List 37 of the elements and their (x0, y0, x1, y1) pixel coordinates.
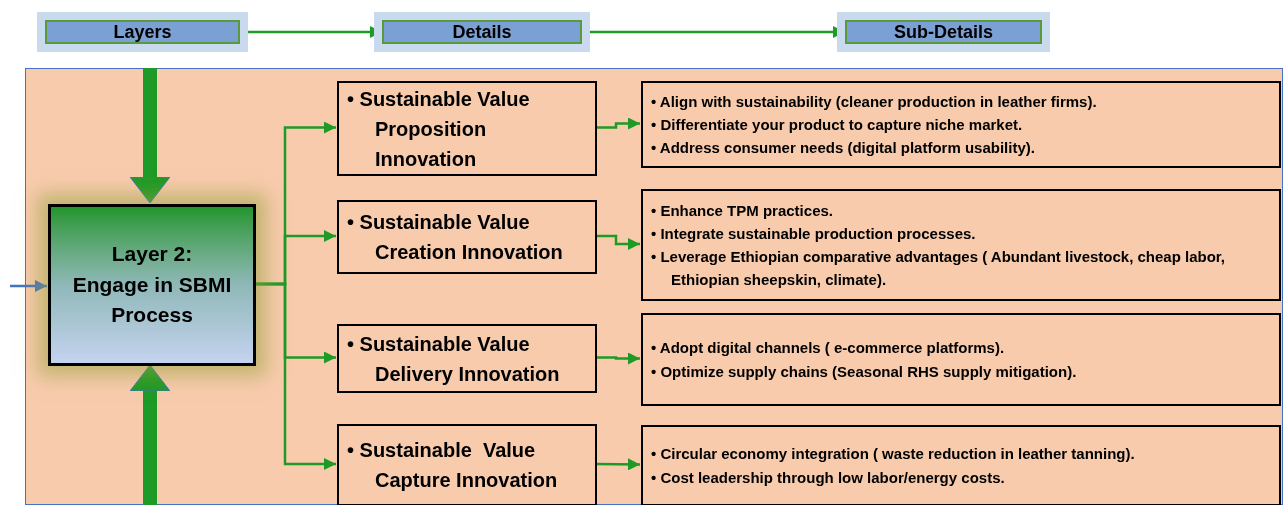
bullet-item: • Circular economy integration ( waste reduction in leather tanning). (651, 444, 1135, 465)
layer-title: Engage in SBMI Process (71, 271, 233, 329)
bullet-item: • Optimize supply chains (Seasonal RHS supply mitigation). (651, 361, 1077, 382)
bullet-item: • Leverage Ethiopian comparative advantages ( Abundant livestock, cheap labor, Ethiopian sheepskin, climate). (651, 247, 1227, 291)
detail-box (337, 324, 597, 393)
thick-arrow (129, 68, 171, 204)
bullet-item: • Adopt digital channels ( e-commerce platforms). (651, 338, 1006, 359)
header-label: Details (452, 23, 512, 41)
detail-title: • Sustainable Value Delivery Innovation (347, 331, 561, 387)
sub-detail-box (641, 81, 1281, 168)
header-label: Sub-Details (894, 23, 993, 41)
arrow (10, 280, 47, 292)
detail-title: • Sustainable Value Capture Innovation (347, 438, 559, 493)
detail-title: • Sustainable Value Creation Innovation (347, 210, 564, 265)
arrow (596, 234, 640, 250)
process-box (48, 204, 256, 366)
detail-box (337, 200, 597, 274)
sub-detail-box (641, 425, 1281, 505)
arrow (596, 352, 640, 365)
bullet-item: • Enhance TPM practices. (651, 200, 834, 221)
bullet-item: • Cost leadership through low labor/energy costs. (651, 467, 1006, 488)
detail-box (337, 81, 597, 176)
bullet-item: • Integrate sustainable production processes. (651, 223, 977, 244)
sub-detail-box (641, 189, 1281, 301)
bullet-item: • Differentiate your product to capture niche market. (651, 114, 1024, 135)
layer-title: Layer 2: (111, 241, 193, 268)
bullet-item: • Align with sustainability (cleaner production in leather firms). (651, 91, 1097, 112)
sub-detail-box (641, 313, 1281, 406)
bullet-item: • Address consumer needs (digital platform usability). (651, 138, 1036, 159)
panel-background (25, 68, 1283, 505)
detail-box (337, 424, 597, 505)
arrow (596, 458, 640, 471)
thick-arrow (129, 364, 171, 505)
arrow (596, 117, 640, 130)
detail-title: • Sustainable Value Proposition Innovation (347, 86, 531, 172)
arrow (255, 282, 336, 470)
header-label: Layers (113, 23, 172, 41)
